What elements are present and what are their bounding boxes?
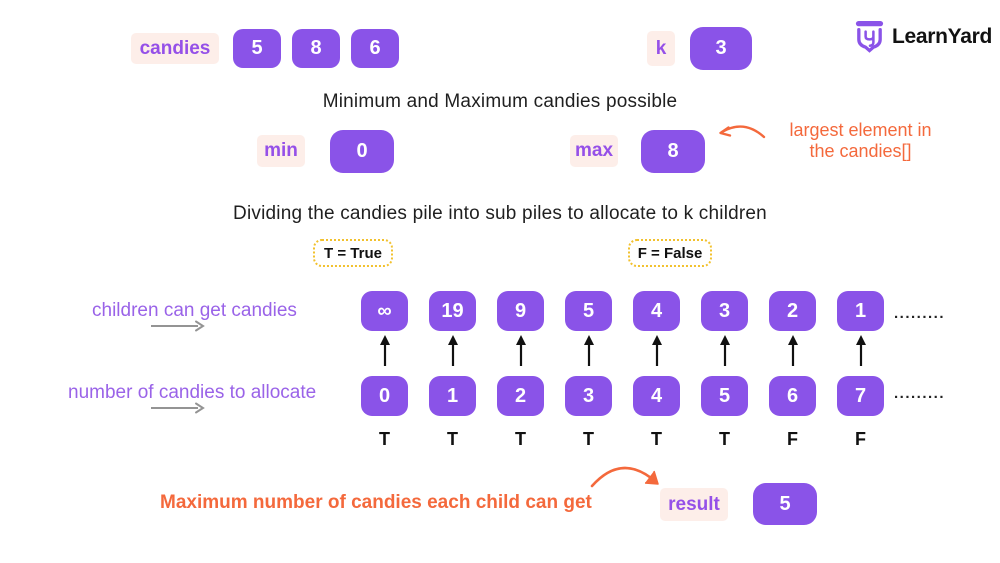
minmax-heading: Minimum and Maximum candies possible — [322, 91, 678, 112]
allocation-box: 3 — [565, 376, 612, 416]
up-arrow-icon — [651, 335, 663, 372]
feasibility-flag: T — [583, 429, 594, 449]
k-value-box: 3 — [690, 27, 752, 70]
feasibility-flag: T — [379, 429, 390, 449]
dividing-heading: Dividing the candies pile into sub piles… — [233, 203, 767, 224]
feasibility-flag: T — [515, 429, 526, 449]
learnyard-logo: LearnYard — [853, 19, 992, 54]
max-label: max — [570, 135, 618, 167]
row1-ellipsis: ......... — [894, 305, 946, 322]
result-label: result — [660, 488, 728, 521]
candies-label: candies — [131, 33, 219, 64]
row2-ellipsis: ......... — [894, 385, 946, 402]
false-legend-badge: F = False — [628, 239, 712, 267]
allocation-box: 1 — [429, 376, 476, 416]
right-arrow-icon — [150, 319, 206, 337]
allocation-column: 2 6 F — [769, 291, 816, 450]
up-arrow-icon — [379, 335, 391, 372]
allocation-column: 5 3 T — [565, 291, 612, 450]
max-value-box: 8 — [641, 130, 705, 173]
candies-per-child-box: ∞ — [361, 291, 408, 331]
allocation-column: 1 7 F — [837, 291, 884, 450]
allocation-column: 19 1 T — [429, 291, 476, 450]
candies-per-child-box: 1 — [837, 291, 884, 331]
k-label: k — [647, 31, 675, 66]
feasibility-flag: T — [719, 429, 730, 449]
result-value-box: 5 — [753, 483, 817, 525]
learnyard-wordmark: LearnYard — [892, 24, 993, 48]
allocation-box: 5 — [701, 376, 748, 416]
curved-arrow-to-result-icon — [588, 458, 668, 501]
up-arrow-icon — [855, 335, 867, 372]
true-legend-badge: T = True — [313, 239, 393, 267]
max-annotation-line1: largest element in — [789, 120, 932, 140]
allocation-column: 4 4 T — [633, 291, 680, 450]
allocation-column: 9 2 T — [497, 291, 544, 450]
candies-per-child-box: 2 — [769, 291, 816, 331]
min-value-box: 0 — [330, 130, 394, 173]
candies-value-box: 6 — [351, 29, 399, 68]
feasibility-flag: F — [787, 429, 798, 449]
feasibility-flag: T — [447, 429, 458, 449]
up-arrow-icon — [583, 335, 595, 372]
learnyard-shield-icon — [853, 19, 886, 54]
feasibility-flag: F — [855, 429, 866, 449]
max-annotation-line2: the candies[] — [809, 141, 912, 161]
row1-label: children can get candies — [92, 300, 297, 321]
feasibility-flag: T — [651, 429, 662, 449]
allocation-column: 3 5 T — [701, 291, 748, 450]
allocation-box: 4 — [633, 376, 680, 416]
row2-label: number of candies to allocate — [68, 382, 317, 403]
candies-per-child-box: 19 — [429, 291, 476, 331]
candies-per-child-box: 9 — [497, 291, 544, 331]
candies-per-child-box: 3 — [701, 291, 748, 331]
min-label: min — [257, 135, 305, 167]
allocation-box: 0 — [361, 376, 408, 416]
right-arrow-icon — [150, 401, 206, 419]
allocation-column: ∞ 0 T — [361, 291, 408, 450]
up-arrow-icon — [787, 335, 799, 372]
candies-per-child-box: 4 — [633, 291, 680, 331]
result-caption: Maximum number of candies each child can… — [160, 492, 592, 513]
candies-value-box: 5 — [233, 29, 281, 68]
max-annotation: largest element in the candies[] — [748, 120, 973, 162]
up-arrow-icon — [447, 335, 459, 372]
allocation-columns: ∞ 0 T 19 1 T 9 2 T 5 3 T 4 — [361, 291, 884, 450]
candies-value-box: 8 — [292, 29, 340, 68]
up-arrow-icon — [719, 335, 731, 372]
up-arrow-icon — [515, 335, 527, 372]
allocation-box: 6 — [769, 376, 816, 416]
candies-per-child-box: 5 — [565, 291, 612, 331]
allocation-box: 2 — [497, 376, 544, 416]
allocation-box: 7 — [837, 376, 884, 416]
curved-arrow-to-max-icon — [714, 117, 766, 150]
